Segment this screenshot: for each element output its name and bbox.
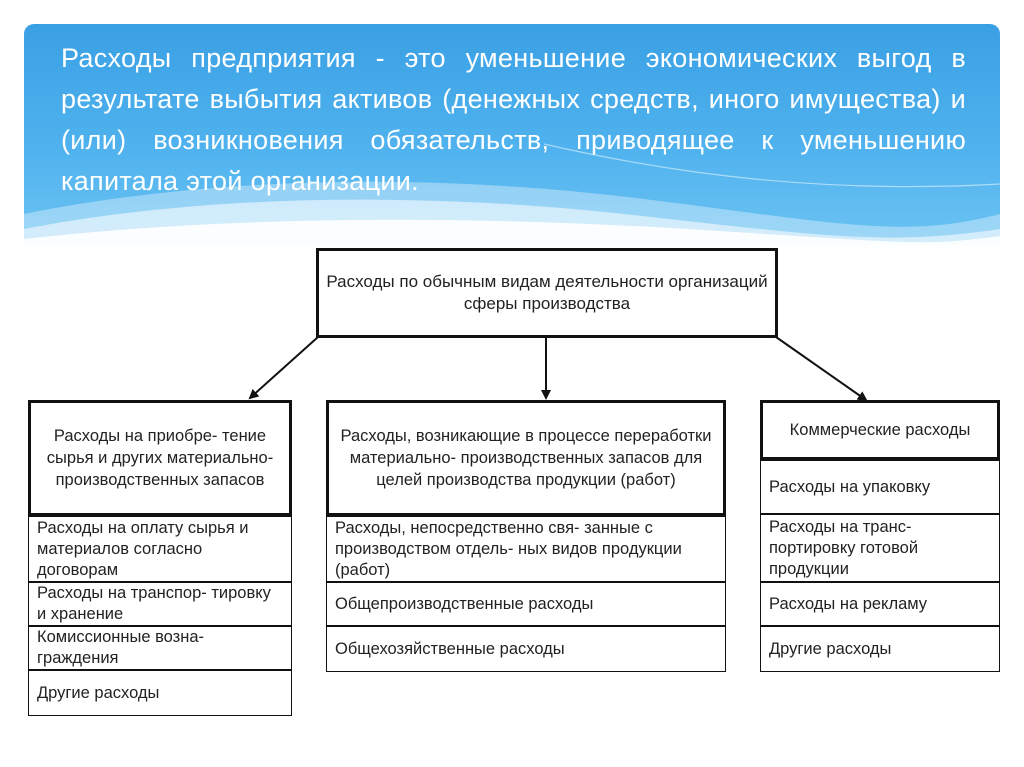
column-2-title-box: Расходы, возникающие в процессе перерабо… xyxy=(326,400,726,516)
arrow-right xyxy=(775,336,868,402)
column-1-item: Расходы на транспор- тировку и хранение xyxy=(28,582,292,626)
arrow-left xyxy=(248,336,319,400)
definition-text: Расходы предприятия - это уменьшение эко… xyxy=(61,43,966,196)
column-3-item: Расходы на рекламу xyxy=(760,582,1000,626)
column-1-title: Расходы на приобре- тение сырья и других… xyxy=(46,427,274,489)
column-3-title: Коммерческие расходы xyxy=(789,421,971,439)
column-3-item: Другие расходы xyxy=(760,626,1000,672)
root-label: Расходы по обычным видам деятельности ор… xyxy=(326,272,768,313)
root-box: Расходы по обычным видам деятельности ор… xyxy=(316,248,778,338)
column-2-item: Общепроизводственные расходы xyxy=(326,582,726,626)
column-1-title-box: Расходы на приобре- тение сырья и других… xyxy=(28,400,292,516)
column-1-item: Другие расходы xyxy=(28,670,292,716)
column-3-item: Расходы на транс- портировку готовой про… xyxy=(760,514,1000,582)
column-1-item: Расходы на оплату сырья и материалов сог… xyxy=(28,516,292,582)
wave-decoration xyxy=(24,143,1000,246)
column-2-item: Расходы, непосредственно свя- занные с п… xyxy=(326,516,726,582)
column-3-item: Расходы на упаковку xyxy=(760,460,1000,514)
definition-banner: Расходы предприятия - это уменьшение эко… xyxy=(24,24,1000,246)
column-1-item: Комиссионные возна- граждения xyxy=(28,626,292,670)
column-3-title-box: Коммерческие расходы xyxy=(760,400,1000,460)
column-2-item: Общехозяйственные расходы xyxy=(326,626,726,672)
column-2-title: Расходы, возникающие в процессе перерабо… xyxy=(340,427,712,489)
